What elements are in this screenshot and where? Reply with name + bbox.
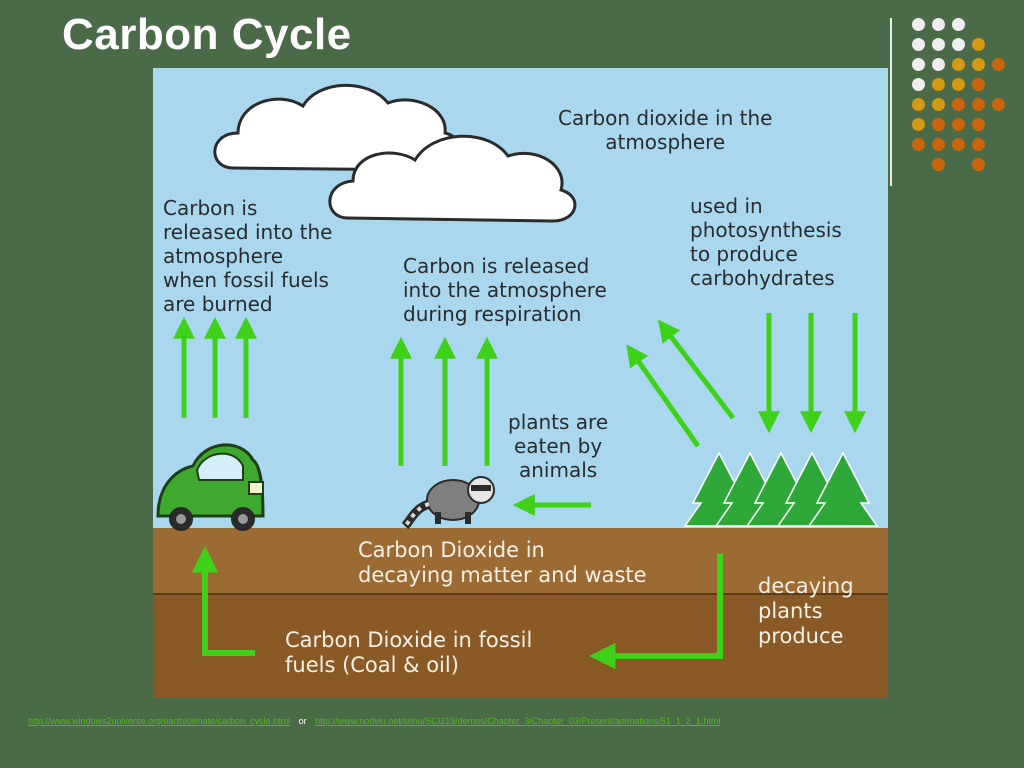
slide-title: Carbon Cycle bbox=[62, 10, 352, 59]
carbon-cycle-diagram: Carbon dioxide in the atmosphere Carbon … bbox=[153, 68, 888, 698]
dot bbox=[992, 98, 1005, 111]
dot bbox=[912, 98, 925, 111]
label-atmosphere: Carbon dioxide in the atmosphere bbox=[558, 106, 773, 154]
label-respiration: Carbon is released into the atmosphere d… bbox=[403, 254, 607, 326]
label-decaying-plants: decaying plants produce bbox=[758, 574, 854, 648]
dot bbox=[932, 158, 945, 171]
dot bbox=[952, 38, 965, 51]
dot bbox=[952, 78, 965, 91]
soil-layer-decaying-matter bbox=[153, 528, 888, 594]
dot bbox=[932, 58, 945, 71]
plant-respiration-arrows bbox=[626, 319, 735, 448]
dot bbox=[932, 118, 945, 131]
dot bbox=[932, 98, 945, 111]
dot bbox=[972, 78, 985, 91]
dot bbox=[972, 58, 985, 71]
dot bbox=[972, 118, 985, 131]
dot bbox=[932, 38, 945, 51]
raccoon-icon bbox=[401, 476, 495, 530]
dot bbox=[972, 138, 985, 151]
dot bbox=[912, 18, 925, 31]
dot bbox=[932, 18, 945, 31]
photosynthesis-arrows bbox=[757, 313, 867, 434]
label-decaying-matter: Carbon Dioxide in decaying matter and wa… bbox=[358, 538, 647, 587]
diagram-graphics bbox=[156, 83, 879, 670]
fossil-to-car-arrow bbox=[191, 546, 255, 656]
dot bbox=[912, 78, 925, 91]
dot bbox=[972, 98, 985, 111]
dot bbox=[972, 158, 985, 171]
fossil-fuel-emission-arrows bbox=[172, 316, 258, 418]
dot bbox=[932, 78, 945, 91]
source-link-nodvin[interactable]: http://www.nodvin.net/snhu/SCI219/demos/… bbox=[315, 716, 721, 726]
source-link-windows2universe[interactable]: http://www.windows2universe.org/earth/cl… bbox=[28, 716, 291, 726]
dot bbox=[952, 98, 965, 111]
decorative-divider bbox=[890, 18, 892, 186]
dot bbox=[952, 18, 965, 31]
cloud-icon bbox=[213, 83, 462, 172]
footer-separator: or bbox=[298, 716, 307, 726]
source-footer: http://www.windows2universe.org/earth/cl… bbox=[28, 716, 720, 726]
respiration-arrows bbox=[389, 336, 499, 466]
dot bbox=[952, 118, 965, 131]
dot bbox=[912, 118, 925, 131]
label-photosynthesis: used in photosynthesis to produce carboh… bbox=[690, 194, 842, 290]
dot bbox=[912, 38, 925, 51]
dot bbox=[992, 58, 1005, 71]
soil-layer-fossil-fuels bbox=[153, 594, 888, 698]
decay-to-fossil-arrow bbox=[589, 554, 723, 670]
dot bbox=[912, 138, 925, 151]
tree-icon bbox=[683, 451, 879, 527]
dot bbox=[952, 58, 965, 71]
car-icon bbox=[156, 443, 265, 531]
dot bbox=[952, 138, 965, 151]
cloud-icon bbox=[328, 134, 577, 223]
dot bbox=[912, 58, 925, 71]
label-fossil-fuels-burned: Carbon is released into the atmosphere w… bbox=[163, 196, 333, 316]
label-plants-eaten: plants are eaten by animals bbox=[508, 410, 609, 482]
dot bbox=[972, 38, 985, 51]
label-fossil-fuel-store: Carbon Dioxide in fossil fuels (Coal & o… bbox=[285, 628, 533, 677]
dot bbox=[932, 138, 945, 151]
soil-divider bbox=[153, 593, 888, 595]
